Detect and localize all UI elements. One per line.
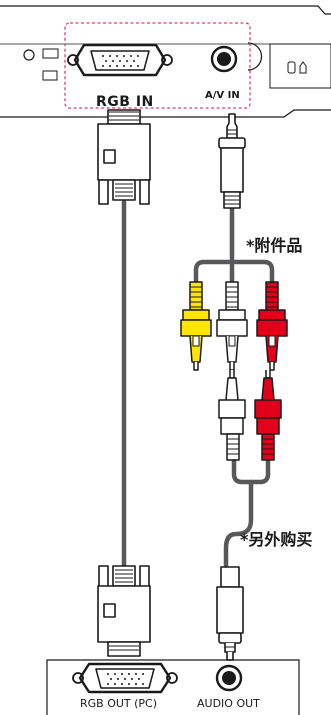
mini-jack-plug-icon bbox=[218, 113, 246, 209]
audio-out-jack-icon bbox=[215, 664, 243, 692]
rca-plug-white-lower bbox=[218, 370, 246, 461]
mini-jack-plug-bottom-icon bbox=[216, 566, 244, 661]
audio-cable bbox=[223, 479, 254, 570]
rca-plug-white bbox=[216, 281, 248, 371]
rca-plug-red-lower bbox=[254, 370, 282, 461]
pc-panel bbox=[46, 659, 300, 715]
vga-connector-icon bbox=[97, 109, 151, 205]
cables bbox=[121, 199, 275, 571]
rca-plug-yellow bbox=[180, 281, 212, 371]
usb-port-icon bbox=[42, 70, 58, 81]
rgb-in-label: RGB IN bbox=[96, 94, 154, 110]
kensington-slot-icon bbox=[287, 61, 296, 74]
rgb-out-pc-label: RGB OUT (PC) bbox=[80, 697, 158, 710]
av-jack-icon bbox=[210, 45, 238, 73]
screw-hole-icon bbox=[23, 49, 35, 61]
purchase-separately-note: *另外购买 bbox=[240, 530, 313, 549]
vga-port-icon bbox=[67, 43, 173, 77]
projector-panel bbox=[0, 5, 331, 118]
audio-split bbox=[231, 457, 271, 485]
vga-out-port-icon bbox=[72, 662, 178, 694]
included-accessory-note: *附件品 bbox=[246, 236, 303, 255]
av-in-label: A/V IN bbox=[205, 90, 240, 101]
audio-out-label: AUDIO OUT bbox=[197, 697, 260, 710]
port-highlight bbox=[64, 22, 251, 109]
vga-connector-bottom-icon bbox=[97, 565, 151, 657]
rca-plug-red bbox=[256, 281, 288, 371]
hdmi-port-icon bbox=[42, 48, 59, 59]
